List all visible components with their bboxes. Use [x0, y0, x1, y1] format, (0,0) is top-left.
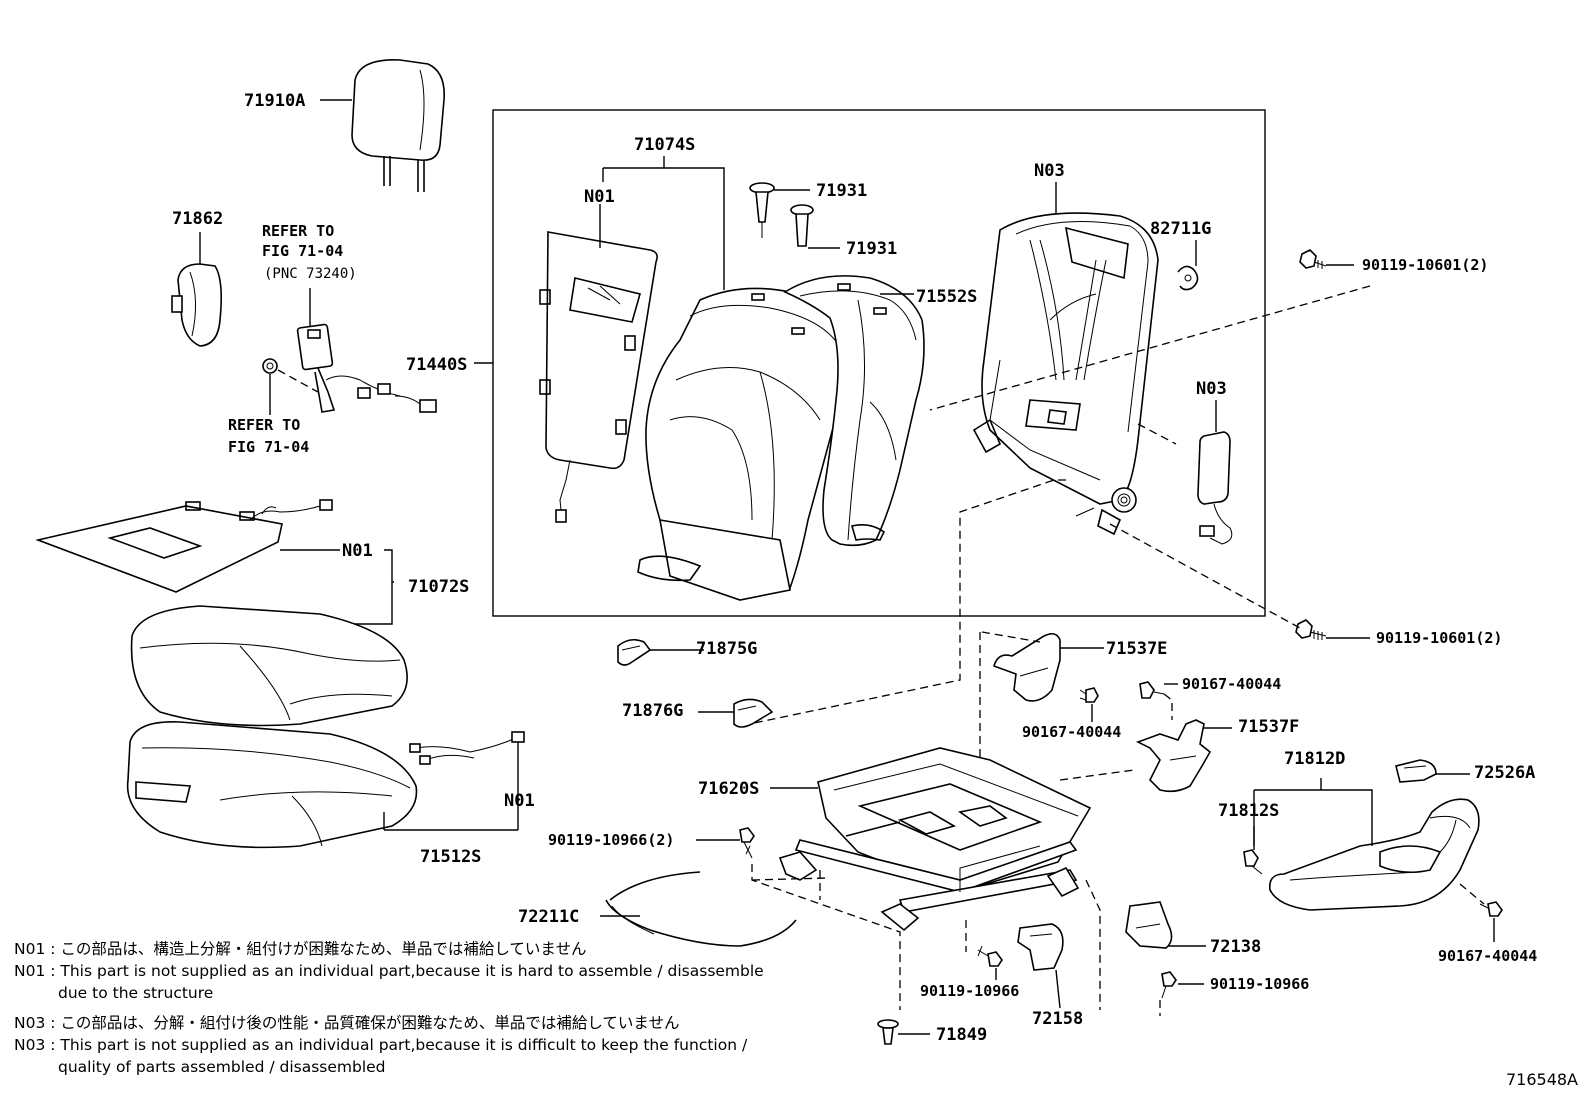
- label-N03-b: N03: [1196, 379, 1227, 399]
- label-90119-10601-a: 90119-10601(2): [1362, 256, 1488, 274]
- side-airbag-part[interactable]: [1197, 431, 1233, 545]
- label-71812S: 71812S: [1218, 801, 1279, 821]
- label-71620S: 71620S: [698, 779, 759, 799]
- pin-71849-part[interactable]: [877, 1019, 899, 1045]
- label-90167-40044-c: 90167-40044: [1438, 947, 1537, 965]
- refer-to-line1: REFER TO: [262, 222, 334, 240]
- clip-82711G-part[interactable]: [1177, 265, 1199, 291]
- bolt-90119-10966c-part[interactable]: [1161, 971, 1177, 999]
- label-71849: 71849: [936, 1025, 987, 1045]
- cover-71537E-part[interactable]: [993, 632, 1061, 702]
- wire-72211C-part[interactable]: [605, 871, 797, 947]
- label-N01-b: N01: [342, 541, 373, 561]
- notes-block: N01 : この部品は、構造上分解・組付けが困難なため、単品では補給していません…: [14, 938, 814, 1078]
- bolt-icon[interactable]: [262, 358, 278, 374]
- label-71552S: 71552S: [916, 287, 977, 307]
- label-90119-10966-a: 90119-10966(2): [548, 831, 674, 849]
- bolt-90119-10601-bottom-part[interactable]: [1295, 619, 1327, 640]
- pin-71931b-part[interactable]: [790, 204, 814, 247]
- seatback-pad-part[interactable]: [783, 275, 925, 547]
- bolt-90119-10966a-part[interactable]: [739, 827, 755, 859]
- refer-to-line2: FIG 71-04: [262, 242, 343, 260]
- label-71875G: 71875G: [696, 639, 757, 659]
- cap-72526A-part[interactable]: [1395, 759, 1437, 783]
- cushion-harness-part[interactable]: [409, 731, 525, 765]
- seatback-board-part[interactable]: [539, 231, 658, 523]
- label-90119-10966-c: 90119-10966: [1210, 975, 1309, 993]
- label-71537E: 71537E: [1106, 639, 1167, 659]
- armrest-part[interactable]: [1268, 798, 1480, 911]
- label-71931-a: 71931: [816, 181, 867, 201]
- label-N03-a: N03: [1034, 161, 1065, 181]
- label-71537F: 71537F: [1238, 717, 1299, 737]
- seatback-cover-part[interactable]: [637, 287, 849, 601]
- cover-71875G-part[interactable]: [617, 638, 652, 666]
- cover-72158-part[interactable]: [1017, 923, 1064, 971]
- label-N01-c: N01: [504, 791, 535, 811]
- label-71862: 71862: [172, 209, 223, 229]
- note-n01-en-1: N01 : This part is not supplied as an in…: [14, 962, 764, 980]
- label-72158: 72158: [1032, 1009, 1083, 1029]
- bolt-90167-40044c-part[interactable]: [1479, 901, 1503, 917]
- cover-71537F-part[interactable]: [1135, 719, 1212, 793]
- cushion-board-part[interactable]: [35, 499, 333, 593]
- seat-belt-buckle-part[interactable]: [296, 323, 437, 413]
- label-N01-a: N01: [584, 187, 615, 207]
- note-n03-en-1: N03 : This part is not supplied as an in…: [14, 1036, 748, 1054]
- label-71910A: 71910A: [244, 91, 305, 111]
- label-71812D: 71812D: [1284, 749, 1345, 769]
- note-n01-en-2: due to the structure: [58, 984, 214, 1002]
- refer-to-b-line1: REFER TO: [228, 416, 300, 434]
- label-72526A: 72526A: [1474, 763, 1535, 783]
- label-90119-10966-b: 90119-10966: [920, 982, 1019, 1000]
- label-71512S: 71512S: [420, 847, 481, 867]
- bolt-90119-10601-top-part[interactable]: [1299, 249, 1327, 269]
- label-72138: 72138: [1210, 937, 1261, 957]
- pin-71931a-part[interactable]: [749, 182, 775, 238]
- cover-71876G-part[interactable]: [733, 698, 774, 728]
- label-90167-40044-a: 90167-40044: [1182, 675, 1281, 693]
- seat-adjuster-part[interactable]: [778, 747, 1092, 932]
- seatback-frame-part[interactable]: [972, 212, 1159, 536]
- note-n01-jp: N01 : この部品は、構造上分解・組付けが困難なため、単品では補給していません: [14, 940, 587, 958]
- label-90167-40044-b: 90167-40044: [1022, 723, 1121, 741]
- cushion-pad-part[interactable]: [126, 721, 418, 849]
- label-72211C: 72211C: [518, 907, 579, 927]
- bolt-90119-10966b-part[interactable]: [977, 945, 1003, 967]
- diagram-code: 716548A: [1505, 1070, 1578, 1089]
- label-82711G: 82711G: [1150, 219, 1211, 239]
- bolt-90167-40044a-part[interactable]: [1079, 687, 1099, 703]
- refer-to-b-line2: FIG 71-04: [228, 438, 309, 456]
- headrest-part[interactable]: [351, 59, 445, 192]
- cushion-cover-part[interactable]: [130, 605, 408, 727]
- label-90119-10601-b: 90119-10601(2): [1376, 629, 1502, 647]
- label-71931-b: 71931: [846, 239, 897, 259]
- note-n03-en-2: quality of parts assembled / disassemble…: [58, 1058, 386, 1076]
- note-n03-jp: N03 : この部品は、分解・組付け後の性能・品質確保が困難なため、単品では補給…: [14, 1014, 680, 1032]
- bolt-90167-40044b-part[interactable]: [1139, 681, 1165, 699]
- cover-71862-part[interactable]: [171, 263, 222, 347]
- label-71072S: 71072S: [408, 577, 469, 597]
- label-71440S: 71440S: [406, 355, 467, 375]
- label-71074S: 71074S: [634, 135, 695, 155]
- label-71876G: 71876G: [622, 701, 683, 721]
- cover-72138-part[interactable]: [1125, 901, 1173, 949]
- clip-71812S-part[interactable]: [1243, 849, 1263, 875]
- refer-to-pnc: (PNC 73240): [264, 266, 357, 282]
